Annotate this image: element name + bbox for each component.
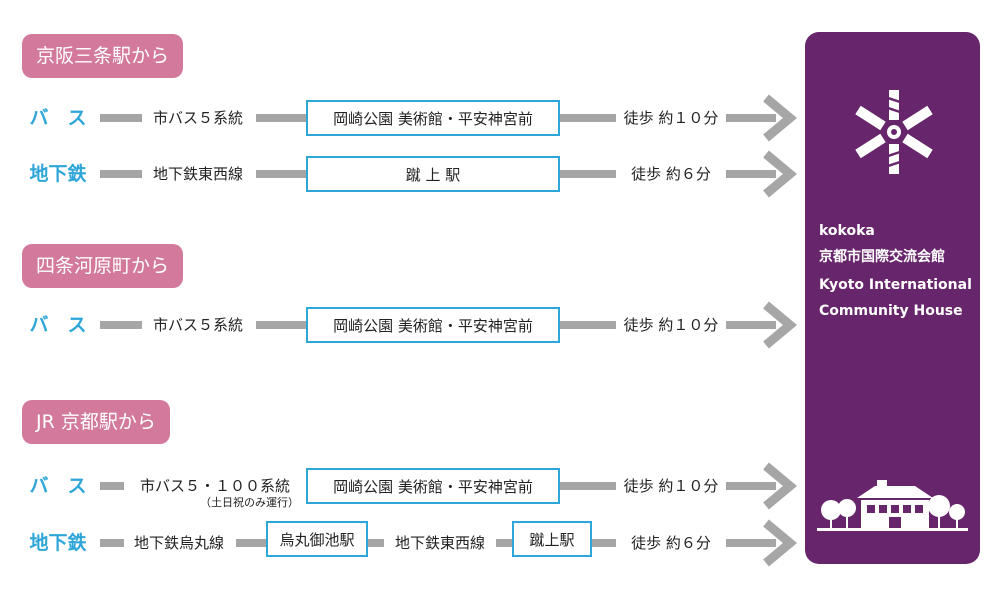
line-name: 地下鉄烏丸線 bbox=[133, 534, 224, 552]
stop-box: 蹴上駅 bbox=[512, 521, 592, 557]
connector-line bbox=[726, 114, 776, 122]
connector-line bbox=[236, 539, 266, 547]
connector-line bbox=[592, 539, 616, 547]
stop-box: 岡崎公園 美術館・平安神宮前 bbox=[306, 100, 560, 136]
connector-line bbox=[100, 170, 142, 178]
origin-badge-shijo-kawaramachi: 四条河原町から bbox=[22, 244, 184, 288]
stop-box: 岡崎公園 美術館・平安神宮前 bbox=[306, 307, 560, 343]
destination-name-en-1: Kyoto International bbox=[819, 277, 972, 293]
destination-panel: kokoka 京都市国際交流会館 Kyoto International Com… bbox=[805, 32, 980, 564]
stop-box: 岡崎公園 美術館・平安神宮前 bbox=[306, 468, 560, 504]
connector-line bbox=[368, 539, 384, 547]
transfer-stop-box: 烏丸御池駅 bbox=[266, 521, 368, 557]
arrow-right-icon bbox=[763, 150, 798, 198]
connector-line bbox=[726, 170, 776, 178]
connector-line bbox=[100, 321, 142, 329]
origin-badge-jr-kyoto: JR 京都駅から bbox=[22, 400, 170, 444]
origin-badge-keihan-sanjo: 京阪三条駅から bbox=[22, 34, 184, 78]
mode-label-bus: バ ス bbox=[29, 314, 87, 336]
connector-line bbox=[100, 539, 124, 547]
connector-line bbox=[100, 114, 142, 122]
connector-line bbox=[726, 321, 776, 329]
line-name: 市バス５・１００系統 bbox=[139, 477, 290, 495]
line-name: 市バス５系統 bbox=[152, 109, 243, 127]
connector-line bbox=[256, 170, 306, 178]
connector-line bbox=[256, 321, 306, 329]
arrow-right-icon bbox=[763, 519, 798, 567]
mode-label-subway: 地下鉄 bbox=[29, 163, 87, 185]
connector-line bbox=[726, 482, 776, 490]
line-name: 市バス５系統 bbox=[152, 316, 243, 334]
walk-time: 徒歩 約６分 bbox=[631, 165, 711, 183]
walk-time: 徒歩 約６分 bbox=[631, 534, 711, 552]
destination-name-ja: 京都市国際交流会館 bbox=[819, 249, 945, 265]
connector-line bbox=[560, 482, 616, 490]
stop-box: 蹴 上 駅 bbox=[306, 156, 560, 192]
mode-label-bus: バ ス bbox=[29, 107, 87, 129]
walk-time: 徒歩 約１０分 bbox=[623, 477, 719, 495]
arrow-right-icon bbox=[763, 462, 798, 510]
mode-label-bus: バ ス bbox=[29, 475, 87, 497]
kokoka-snowflake-logo-icon bbox=[855, 90, 933, 174]
connector-line bbox=[496, 539, 512, 547]
building-with-trees-icon bbox=[817, 480, 968, 531]
connector-line bbox=[256, 114, 306, 122]
walk-time: 徒歩 約１０分 bbox=[623, 316, 719, 334]
destination-name-en-2: Community House bbox=[819, 303, 963, 319]
connector-line bbox=[560, 170, 616, 178]
connector-line bbox=[560, 114, 616, 122]
walk-time: 徒歩 約１０分 bbox=[623, 109, 719, 127]
line-name: 地下鉄東西線 bbox=[152, 165, 243, 183]
connector-line bbox=[100, 482, 124, 490]
transfer-line-name: 地下鉄東西線 bbox=[394, 534, 485, 552]
destination-name-brand: kokoka bbox=[819, 223, 875, 239]
connector-line bbox=[726, 539, 776, 547]
arrow-right-icon bbox=[763, 94, 798, 142]
mode-label-subway: 地下鉄 bbox=[29, 532, 87, 554]
line-note: （土日祝のみ運行） bbox=[200, 496, 299, 509]
connector-line bbox=[560, 321, 616, 329]
arrow-right-icon bbox=[763, 301, 798, 349]
